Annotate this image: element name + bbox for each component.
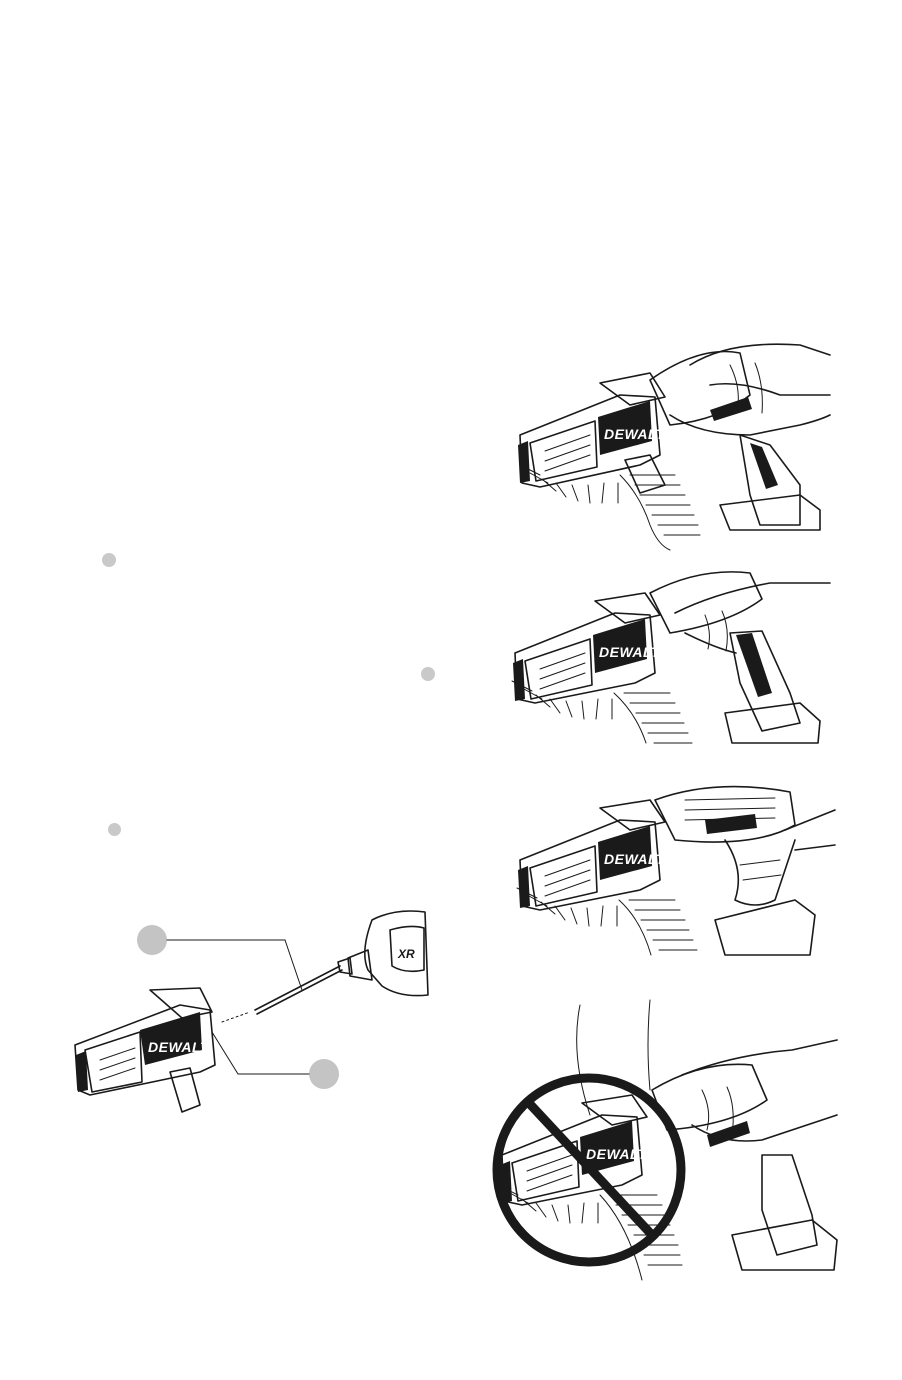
fig-hand-around-handle: DEWALT (505, 770, 885, 970)
screw-strip-icon-3 (517, 888, 697, 955)
fig-top-hand-on-back: DEWALT (500, 325, 880, 555)
brand-label-assembly: DEWALT (148, 1039, 210, 1055)
reference-marker-2 (421, 667, 435, 681)
tool-label-assembly: XR (397, 947, 415, 961)
brand-label-fig3: DEWALT (604, 851, 666, 867)
drill-icon: XR (338, 911, 428, 996)
fig-hand-on-grip: DEWALT (500, 553, 880, 753)
reference-marker-1 (102, 553, 116, 567)
prohibited-icon (497, 1078, 681, 1262)
brand-label-fig1: DEWALT (604, 426, 666, 442)
fig-prohibited-grip: DEWALT (492, 995, 872, 1285)
brand-label-fig2: DEWALT (599, 644, 661, 660)
brand-label-fig4: DEWALT (586, 1146, 648, 1162)
assembly-illustration: XR DEWALT (0, 900, 440, 1130)
reference-marker-3 (108, 823, 121, 836)
attachment-icon: DEWALT (75, 988, 215, 1112)
hand-icon-4 (682, 1040, 837, 1141)
